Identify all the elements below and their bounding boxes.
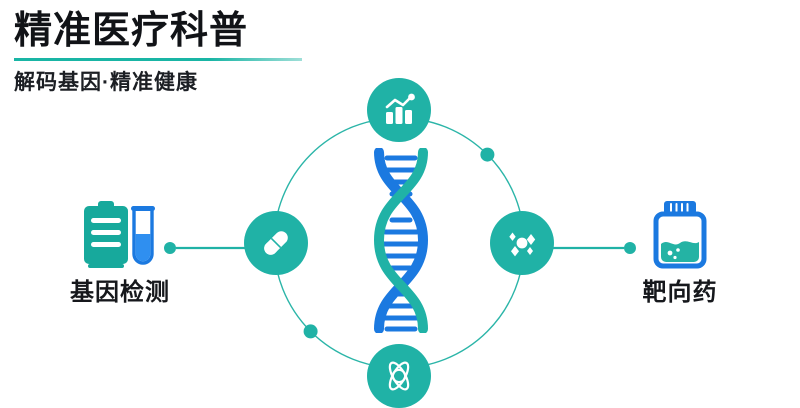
- connector-left: [163, 236, 249, 260]
- page-subtitle: 解码基因·精准健康: [14, 71, 198, 94]
- bar-chart-icon: [385, 93, 415, 124]
- side-item-targeted-drug[interactable]: 靶向药: [595, 196, 765, 308]
- clipboard-test-tube-icon: [35, 196, 205, 270]
- side-item-label: 基因检测: [70, 279, 170, 306]
- connector-dot-right: [624, 242, 636, 254]
- atom-icon: [388, 361, 410, 391]
- connector-dot-left: [164, 242, 176, 254]
- capsule-pill-icon: [264, 231, 288, 255]
- page-title: 精准医疗科普: [14, 10, 249, 52]
- ring-dot-lower-left: [303, 324, 318, 339]
- node-research[interactable]: [367, 344, 431, 408]
- ring-dot-upper-right: [480, 147, 495, 162]
- node-medication[interactable]: [244, 211, 308, 275]
- node-molecule[interactable]: [490, 211, 554, 275]
- dna-helix-icon: [365, 147, 437, 334]
- molecule-icon: [509, 232, 536, 257]
- node-analytics[interactable]: [367, 78, 431, 142]
- header: 精准医疗科普 解码基因·精准健康: [14, 8, 434, 96]
- side-item-gene-testing[interactable]: 基因检测: [35, 196, 205, 308]
- medicine-bottle-icon: [595, 196, 765, 270]
- title-divider: [14, 58, 302, 61]
- side-item-label: 靶向药: [642, 279, 718, 306]
- center-diagram: [236, 70, 566, 408]
- connector-right: [551, 236, 637, 260]
